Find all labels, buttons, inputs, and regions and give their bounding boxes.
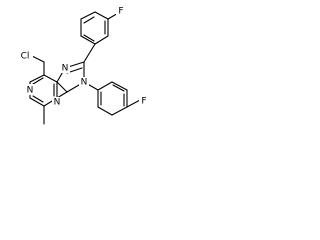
label-bg — [60, 62, 70, 73]
label-bg — [79, 77, 89, 88]
nitrogen-9-label: N — [81, 78, 88, 88]
double-bond — [83, 34, 95, 42]
bond — [111, 106, 128, 116]
nitrogen-1-label: N — [27, 86, 34, 96]
nitrogen-3-label: N — [54, 98, 61, 108]
label-bg — [25, 84, 35, 95]
molecule-diagram: F F Cl N N N N — [0, 0, 160, 156]
bond — [126, 99, 141, 108]
label-bg — [139, 96, 149, 107]
bond — [29, 74, 45, 83]
bond — [43, 74, 58, 83]
fluorine-top-label: F — [118, 7, 123, 17]
double-bond — [83, 16, 95, 24]
fluorine-right-label: F — [141, 97, 146, 107]
chlorine-label: Cl — [21, 52, 30, 62]
bond — [80, 35, 96, 45]
bond — [29, 97, 45, 107]
bond — [97, 106, 113, 116]
bond — [94, 35, 109, 45]
bond — [56, 81, 68, 93]
double-bond — [112, 84, 125, 92]
bond — [111, 81, 128, 91]
nitrogen-7-label: N — [62, 64, 69, 74]
top-fluorophenyl-ring — [80, 11, 121, 45]
label-bg — [116, 6, 126, 17]
bond — [83, 43, 96, 63]
pyrimidine-ring — [29, 74, 68, 107]
bond — [97, 81, 113, 91]
right-fluorophenyl-ring — [83, 81, 141, 116]
label-bg — [52, 97, 62, 108]
double-bond — [32, 77, 44, 85]
bond — [94, 11, 109, 20]
double-bond — [32, 95, 44, 103]
label-bg — [17, 50, 33, 61]
bond — [80, 11, 96, 20]
structure-drawing: F F Cl N N N N — [17, 6, 149, 125]
